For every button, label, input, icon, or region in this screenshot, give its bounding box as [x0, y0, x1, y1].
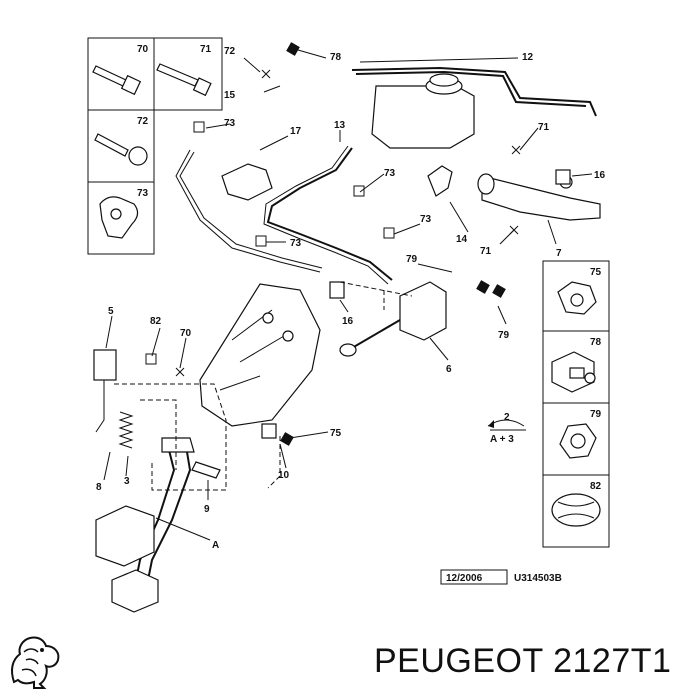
part-number: 2127T1 [553, 642, 672, 680]
callout-79-a: 79 [406, 254, 418, 265]
clutch-pipe-12 [351, 66, 597, 117]
callout-9: 9 [204, 504, 210, 515]
drawing-stamp: 12/2006 U314503B [440, 569, 562, 585]
callout-3: 3 [124, 476, 130, 487]
ref-79: 79 [590, 409, 602, 420]
screw-72-icon [94, 133, 148, 166]
master-cylinder-6 [339, 281, 447, 357]
callout-13: 13 [334, 120, 346, 131]
callout-17: 17 [290, 126, 302, 137]
ref-73: 73 [137, 188, 149, 199]
stamp-date: 12/2006 [446, 573, 483, 584]
callout-16-a: 16 [594, 170, 606, 181]
clip-78-icon [551, 351, 596, 393]
washer-82-icon [551, 493, 601, 527]
ref-72: 72 [137, 116, 149, 127]
callout-10: 10 [278, 470, 290, 481]
callout-14: 14 [456, 234, 468, 245]
clip-73-icon [99, 196, 139, 239]
callout-71-b: 71 [480, 246, 492, 257]
callout-labels: 12 78 72 15 73 17 13 73 73 73 71 16 14 7… [96, 46, 606, 551]
stud-71-icon [156, 63, 212, 97]
pedal-pad-3 [95, 505, 155, 567]
hose-13 [266, 147, 393, 281]
bracket-14 [427, 165, 453, 197]
callout-12: 12 [522, 52, 534, 63]
callout-75: 75 [330, 428, 342, 439]
peugeot-lion-logo-icon [11, 636, 60, 689]
bushing-75-icon [557, 281, 597, 315]
ref-78: 78 [590, 337, 602, 348]
clip-17 [221, 163, 273, 201]
callout-70: 70 [180, 328, 192, 339]
nut-79-icon [559, 423, 597, 459]
hydraulic-assembly [175, 66, 601, 357]
ref-70: 70 [137, 44, 149, 55]
pedal-box [93, 281, 413, 613]
pin-9 [191, 461, 221, 479]
callout-73-b: 73 [384, 168, 396, 179]
callout-82: 82 [150, 316, 162, 327]
callout-72: 72 [224, 46, 236, 57]
ref-75: 75 [590, 267, 602, 278]
bolt-70-icon [92, 65, 142, 96]
switch-5 [93, 349, 117, 381]
callout-a-plus-3: A + 3 [490, 434, 514, 445]
callout-78: 78 [330, 52, 342, 63]
left-reference-panel: 70 71 72 73 [87, 37, 223, 255]
spring-8 [118, 411, 134, 449]
callout-6: 6 [446, 364, 452, 375]
callout-16-b: 16 [342, 316, 354, 327]
callout-7: 7 [556, 248, 562, 259]
callout-73-d: 73 [290, 238, 302, 249]
right-reference-panel: 75 78 79 82 [542, 260, 610, 548]
bush-16-lower [329, 281, 345, 299]
callout-73-a: 73 [224, 118, 236, 129]
callout-71-a: 71 [538, 122, 550, 133]
callout-15: 15 [224, 90, 236, 101]
stamp-code: U314503B [514, 573, 562, 584]
ref-71: 71 [200, 44, 212, 55]
bush-10 [261, 423, 277, 439]
pedal-pad-a [111, 569, 159, 613]
slave-cylinder-7 [477, 173, 601, 221]
ref-82: 82 [590, 481, 602, 492]
brand-name: PEUGEOT [374, 642, 544, 680]
callout-79-b: 79 [498, 330, 510, 341]
callout-5: 5 [108, 306, 114, 317]
brand-part-number: PEUGEOT 2127T1 [374, 642, 671, 681]
callout-73-c: 73 [420, 214, 432, 225]
callout-a: A [212, 540, 219, 551]
leader-lines [103, 42, 593, 541]
callout-2: 2 [504, 412, 510, 423]
bush-16-right [555, 169, 571, 185]
fluid-reservoir [371, 73, 475, 149]
callout-8: 8 [96, 482, 102, 493]
